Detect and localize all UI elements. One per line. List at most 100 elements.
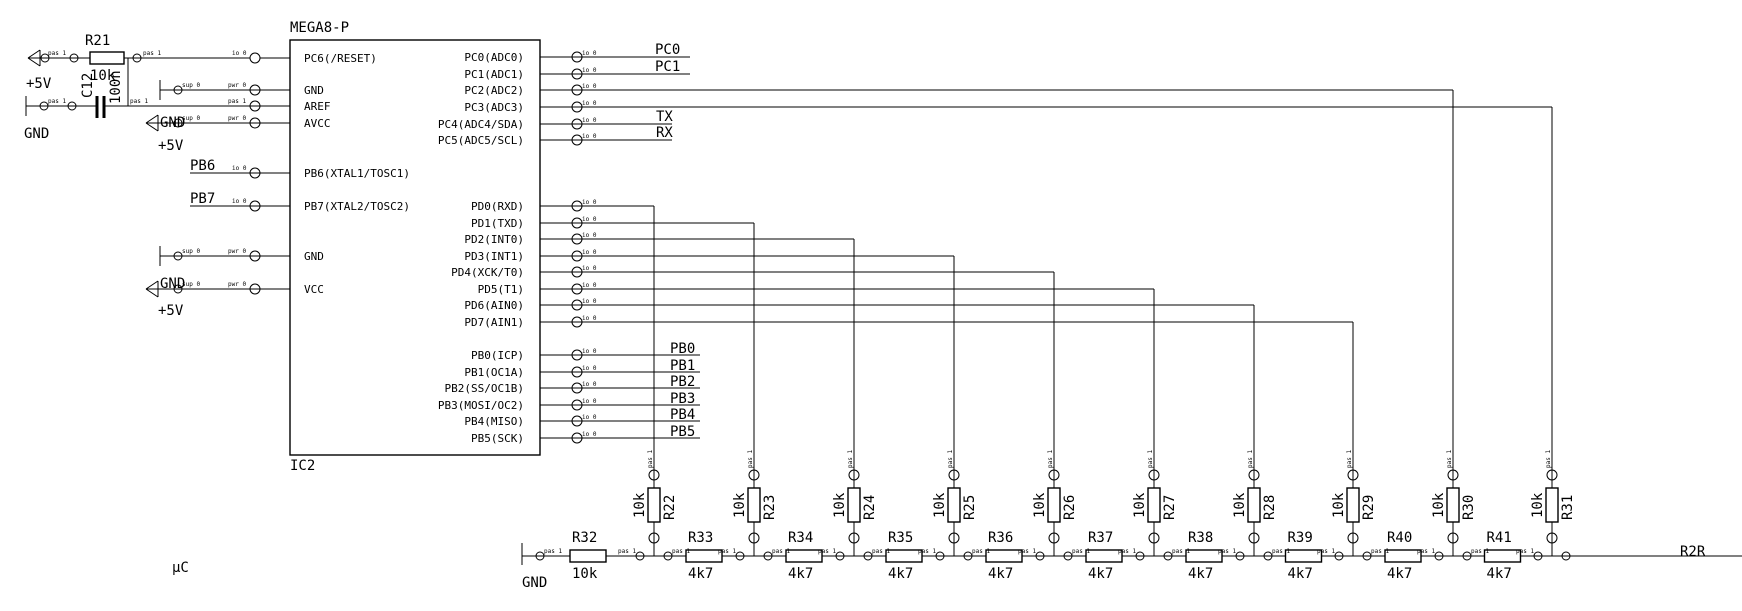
ladder-resistor-7 — [1284, 549, 1323, 563]
ladder-resistor-4 — [985, 549, 1023, 563]
ic-pin-left-3: AVCC — [304, 117, 331, 130]
ic-pin-right-13: PD7(AIN1) — [464, 316, 524, 329]
tag-aref: pas 1 — [228, 98, 246, 105]
ic-pin-left-7: VCC — [304, 283, 324, 296]
tag-io-right-13: io 0 — [582, 315, 597, 322]
tag-io-right-14: io 0 — [582, 348, 597, 355]
pullup-value-5: 10k — [1132, 492, 1148, 518]
net-pb3: PB3 — [670, 391, 695, 407]
pullup-ref-0: R22 — [662, 495, 678, 520]
net-pb7: PB7 — [190, 191, 215, 207]
net-pb4: PB4 — [670, 407, 695, 423]
gnd-label-left: GND — [24, 126, 49, 142]
tag-pb6: io 0 — [232, 165, 247, 172]
pullup-ref-4: R26 — [1062, 495, 1078, 520]
ic-name: MEGA8-P — [290, 20, 349, 36]
tag-io-right-0: io 0 — [582, 50, 597, 57]
ic-pin-right-15: PB1(OC1A) — [464, 366, 524, 379]
pullup-value-7: 10k — [1331, 492, 1347, 518]
tag-io-right-5: io 0 — [582, 133, 597, 140]
ladder-value-1: 4k7 — [688, 566, 713, 582]
tag-sup-3: sup 0 — [182, 248, 200, 255]
tag-io-right-19: io 0 — [582, 431, 597, 438]
ladder-value-8: 4k7 — [1387, 566, 1412, 582]
net-pb6: PB6 — [190, 158, 215, 174]
tag-io-right-7: io 0 — [582, 216, 597, 223]
pullup-tag-4: pas 1 — [1047, 450, 1054, 468]
pullup-resistor-0 — [647, 487, 661, 523]
tag-sup-1: sup 0 — [182, 82, 200, 89]
ladder-resistor-0 — [569, 549, 607, 563]
ic-pin-right-4: PC4(ADC4/SDA) — [438, 118, 524, 131]
ladder-tag-b-2: pas 1 — [818, 548, 836, 555]
r21-body — [89, 51, 125, 65]
pullup-value-0: 10k — [632, 492, 648, 518]
ladder-tag-b-7: pas 1 — [1317, 548, 1335, 555]
ic-pin-right-5: PC5(ADC5/SCL) — [438, 134, 524, 147]
ic-pin-left-1: GND — [304, 84, 324, 97]
r21-value: 10k — [90, 68, 116, 84]
ladder-ref-3: R35 — [888, 530, 913, 546]
pullup-value-2: 10k — [832, 492, 848, 518]
ladder-value-2: 4k7 — [788, 566, 813, 582]
ladder-ref-9: R41 — [1487, 530, 1512, 546]
ic-body — [289, 39, 541, 456]
r21-ref: R21 — [85, 33, 110, 49]
ladder-tag-b-9: pas 1 — [1516, 548, 1534, 555]
net-pb2: PB2 — [670, 374, 695, 390]
ladder-tag-b-4: pas 1 — [1018, 548, 1036, 555]
pullup-ref-3: R25 — [962, 495, 978, 520]
pullup-resistor-1 — [747, 487, 761, 523]
ladder-tag-a-8: pas 1 — [1371, 548, 1389, 555]
pullup-value-6: 10k — [1232, 492, 1248, 518]
pullup-resistor-4 — [1047, 487, 1061, 523]
tag-pwr-1: pwr 0 — [228, 82, 246, 89]
tag-pwr-3: pwr 0 — [228, 248, 246, 255]
ladder-ref-5: R37 — [1088, 530, 1113, 546]
tag-io-right-8: io 0 — [582, 232, 597, 239]
ic-pin-right-9: PD3(INT1) — [464, 250, 524, 263]
ladder-ref-7: R39 — [1288, 530, 1313, 546]
pullup-tag-7: pas 1 — [1346, 450, 1353, 468]
ladder-resistor-1 — [685, 549, 723, 563]
tag-io-right-15: io 0 — [582, 365, 597, 372]
ic-pin-left-2: AREF — [304, 100, 331, 113]
pullup-value-1: 10k — [732, 492, 748, 518]
gnd-label-ladder: GND — [522, 575, 547, 591]
net-rx: RX — [656, 125, 673, 141]
ladder-ref-0: R32 — [572, 530, 597, 546]
plus5v-label-2: +5V — [158, 303, 184, 319]
net-pb0: PB0 — [670, 341, 695, 357]
tag-sup-4: sup 0 — [182, 281, 200, 288]
gnd-label-2: GND — [160, 276, 185, 292]
ladder-tag-a-0: pas 1 — [544, 548, 562, 555]
pullup-tag-2: pas 1 — [847, 450, 854, 468]
pullup-ref-6: R28 — [1262, 495, 1278, 520]
ladder-tag-b-6: pas 1 — [1218, 548, 1236, 555]
tag-io-right-9: io 0 — [582, 249, 597, 256]
pullup-resistor-8 — [1446, 487, 1460, 523]
supply-group-bottom: sup 0 pwr 0 GND sup 0 pwr 0 +5V — [145, 246, 290, 319]
ic-pin-right-11: PD5(T1) — [478, 283, 524, 296]
ic-ref: IC2 — [290, 458, 315, 474]
pullup-tag-1: pas 1 — [747, 450, 754, 468]
ladder-tag-b-0: pas 1 — [618, 548, 636, 555]
pullup-tag-8: pas 1 — [1446, 450, 1453, 468]
ladder-resistor-6 — [1185, 549, 1223, 563]
pullup-value-4: 10k — [1032, 492, 1048, 518]
right-net-labels: PC0 PC1 TX RX PB0 PB1 PB2 PB3 PB4 PB5 — [620, 42, 700, 440]
crystal-nets: io 0 PB6 io 0 PB7 — [190, 158, 290, 212]
net-pb1: PB1 — [670, 358, 695, 374]
pullup-value-9: 10k — [1530, 492, 1546, 518]
ic-pin-right-10: PD4(XCK/T0) — [451, 266, 524, 279]
r21-tag-b: pas 1 — [143, 50, 161, 57]
ladder-resistor-2 — [785, 549, 823, 563]
tag-pwr-2: pwr 0 — [228, 115, 246, 122]
ladder-value-9: 4k7 — [1487, 566, 1512, 582]
ic-pin-right-19: PB5(SCK) — [471, 432, 524, 445]
net-pb5: PB5 — [670, 424, 695, 440]
ladder-value-3: 4k7 — [888, 566, 913, 582]
pullup-tag-3: pas 1 — [947, 450, 954, 468]
tag-io-right-10: io 0 — [582, 265, 597, 272]
